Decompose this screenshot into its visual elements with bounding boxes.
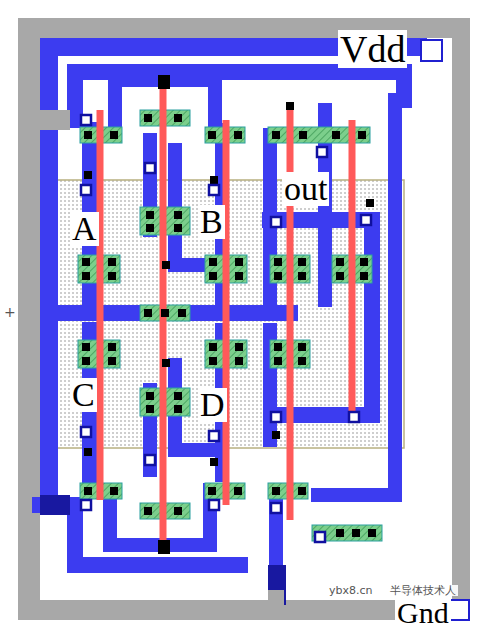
ground-label: Gnd: [395, 598, 451, 628]
input-label: D: [198, 388, 227, 422]
input-label: B: [198, 205, 225, 239]
watermark: 半导体技术人: [388, 585, 458, 596]
supply-label: Vdd: [338, 30, 407, 68]
input-label: A: [70, 212, 99, 246]
input-label: C: [70, 378, 97, 412]
watermark: ybx8.cn: [327, 585, 375, 596]
svg-text:+: +: [4, 304, 16, 320]
output-label: out: [282, 172, 329, 206]
